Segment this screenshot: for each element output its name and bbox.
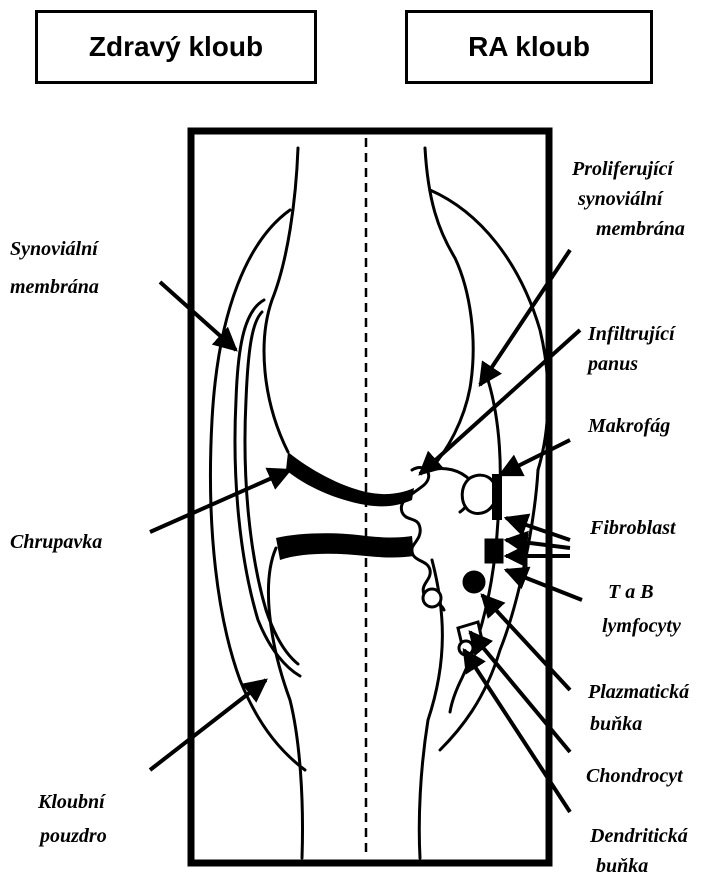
label-proliferating-membrane: Proliferující synoviální membrána [571, 158, 685, 240]
label-joint-capsule: Kloubní pouzdro [37, 791, 110, 847]
label-chondrocyte: Chondrocyt [586, 765, 684, 787]
label-dendritic-cell: Dendritická buňka [589, 825, 693, 874]
lymphocyte-cell [464, 572, 484, 592]
label-synovial-membrane: Synoviální membrána [10, 238, 103, 298]
macrophage-cell [462, 475, 496, 513]
fibroblast-bar [492, 474, 502, 520]
label-macrophage: Makrofág [587, 415, 670, 437]
fibroblast-cell [486, 540, 502, 562]
label-plasma-cell: Plazmatická buňka [587, 681, 694, 735]
label-cartilage: Chrupavka [10, 531, 102, 553]
plasma-cell-shape [423, 589, 441, 607]
label-infiltrating-pannus: Infiltrující panus [586, 323, 680, 375]
label-lymphocytes: T a B lymfocyty [602, 581, 681, 637]
label-fibroblast: Fibroblast [589, 517, 677, 539]
